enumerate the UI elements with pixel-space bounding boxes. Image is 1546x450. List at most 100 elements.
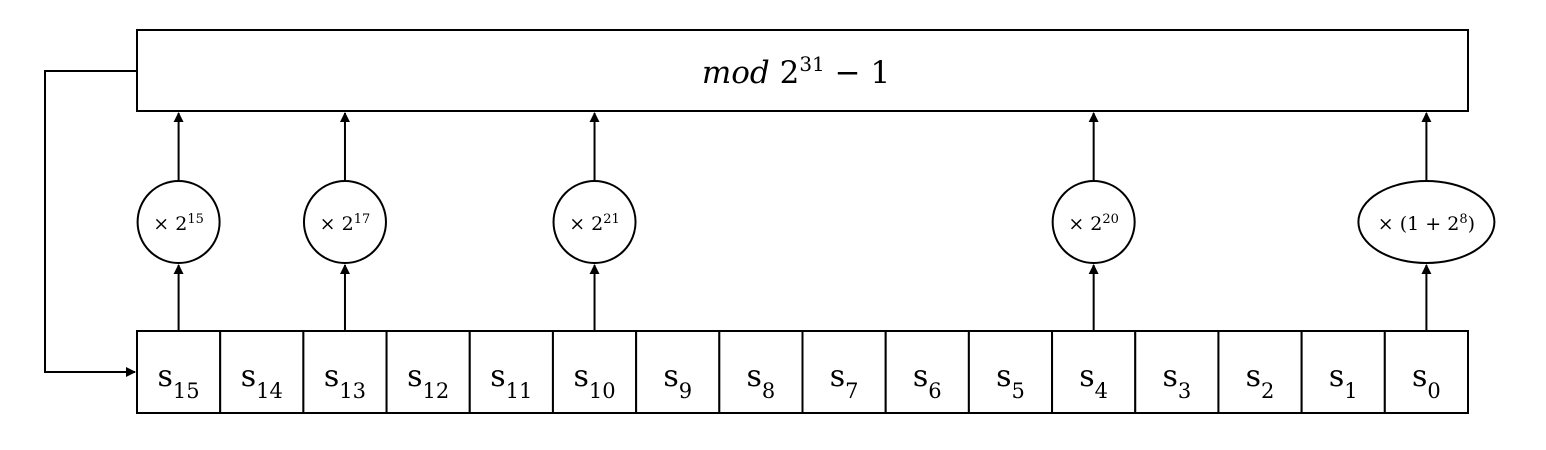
register-label: s7 <box>830 359 859 403</box>
multiplier-label-prefix: × 2 <box>153 213 187 235</box>
register-label-sub: 12 <box>422 379 449 403</box>
register-cell: s0 <box>1383 330 1469 414</box>
register-box <box>635 330 721 414</box>
register-label-base: s <box>747 359 762 394</box>
register-label-sub: 3 <box>1178 379 1191 403</box>
register-label-base: s <box>241 359 256 394</box>
register-box <box>967 330 1054 414</box>
register-box <box>884 330 970 414</box>
multiplier-circle <box>302 180 387 264</box>
register-label-sub: 2 <box>1261 379 1274 403</box>
register-label: s8 <box>747 359 776 403</box>
register-label: s6 <box>913 359 942 403</box>
multiplier-label-exponent: 17 <box>354 212 371 227</box>
register-label: s15 <box>158 359 200 403</box>
register-cell: s8 <box>718 330 804 414</box>
mod-box: mod 231 − 1 <box>136 29 1469 112</box>
register-cell: s5 <box>967 330 1054 414</box>
multiplier-label: × 220 <box>1068 212 1119 236</box>
multiplier-label-exponent: 21 <box>603 212 620 227</box>
register-label: s12 <box>407 359 449 403</box>
register-label: s13 <box>324 359 366 403</box>
multiplier-ellipse <box>1357 180 1496 264</box>
register-label-base: s <box>1162 359 1177 394</box>
multiplier-label: × 217 <box>320 212 371 236</box>
register-label-sub: 0 <box>1427 379 1440 403</box>
register-label-sub: 13 <box>339 379 366 403</box>
mod-label-base: 2 <box>780 55 800 91</box>
register-cell: s3 <box>1134 330 1220 414</box>
mod-label-suffix: − 1 <box>835 55 891 91</box>
multiplier: × 220 <box>1051 112 1136 331</box>
multiplier-circle <box>552 180 637 264</box>
register-label-base: s <box>407 359 422 394</box>
multiplier-label-exponent: 20 <box>1102 212 1119 227</box>
register-label: s0 <box>1412 359 1441 403</box>
multiplier-label-exponent: 8 <box>1459 212 1467 227</box>
multiplier-label: × 215 <box>153 212 204 236</box>
multiplier-row: × 215× 217× 221× 220× (1 + 28) <box>136 112 1496 331</box>
register-cell: s7 <box>801 330 887 414</box>
register-label: s1 <box>1329 359 1358 403</box>
register-label-sub: 9 <box>679 379 692 403</box>
multiplier-label-prefix: × 2 <box>320 213 354 235</box>
register-label-sub: 11 <box>506 379 533 403</box>
mod-label-italic: mod <box>702 55 770 91</box>
register-label: s10 <box>573 359 615 403</box>
register-label-base: s <box>663 359 678 394</box>
register-label-sub: 15 <box>173 379 200 403</box>
multiplier: × (1 + 28) <box>1357 112 1496 331</box>
register-cell: s12 <box>385 330 471 414</box>
register-cell: s2 <box>1217 330 1303 414</box>
register-label: s11 <box>490 359 532 403</box>
register-label-sub: 6 <box>928 379 941 403</box>
register-box <box>1217 330 1303 414</box>
register-cell: s4 <box>1051 330 1137 414</box>
register-label-sub: 14 <box>256 379 283 403</box>
register-label-base: s <box>324 359 339 394</box>
feedback-arrow <box>44 70 137 377</box>
multiplier: × 215 <box>136 112 221 331</box>
register-cell: s6 <box>884 330 970 414</box>
register-cell: s9 <box>635 330 721 414</box>
register-box <box>551 330 638 414</box>
register-label-base: s <box>996 359 1011 394</box>
register-label-sub: 4 <box>1095 379 1108 403</box>
register-label: s2 <box>1246 359 1275 403</box>
register-label-base: s <box>1412 359 1427 394</box>
register-label-base: s <box>913 359 928 394</box>
register-label-sub: 1 <box>1344 379 1357 403</box>
register-cell: s11 <box>468 330 554 414</box>
register-box <box>468 330 554 414</box>
multiplier-label-prefix: × 2 <box>569 213 603 235</box>
multiplier-label-suffix: ) <box>1468 213 1475 235</box>
multiplier: × 217 <box>302 112 387 331</box>
register-label-sub: 10 <box>589 379 616 403</box>
register-box <box>1134 330 1220 414</box>
register-label-base: s <box>158 359 173 394</box>
multiplier-circle <box>136 180 221 264</box>
mod-label-exponent: 31 <box>799 52 824 76</box>
register-cell: s13 <box>302 330 388 414</box>
register-box <box>136 330 222 414</box>
register-label-base: s <box>573 359 588 394</box>
register-cell: s15 <box>136 330 222 414</box>
register-label-base: s <box>1329 359 1344 394</box>
multiplier-label-prefix: × (1 + 2 <box>1378 213 1460 235</box>
register-label: s5 <box>996 359 1025 403</box>
multiplier-label-exponent: 15 <box>187 212 204 227</box>
register-label-base: s <box>830 359 845 394</box>
mod-label: mod 231 − 1 <box>702 52 890 91</box>
multiplier-label: × (1 + 28) <box>1378 212 1475 236</box>
register-label-base: s <box>1079 359 1094 394</box>
register-label: s3 <box>1162 359 1191 403</box>
register-cell: s10 <box>551 330 638 414</box>
register-label-sub: 5 <box>1011 379 1024 403</box>
register-label-sub: 8 <box>762 379 775 403</box>
multiplier: × 221 <box>552 112 637 331</box>
multiplier-label: × 221 <box>569 212 620 236</box>
register-label: s9 <box>663 359 692 403</box>
register-label-base: s <box>1246 359 1261 394</box>
